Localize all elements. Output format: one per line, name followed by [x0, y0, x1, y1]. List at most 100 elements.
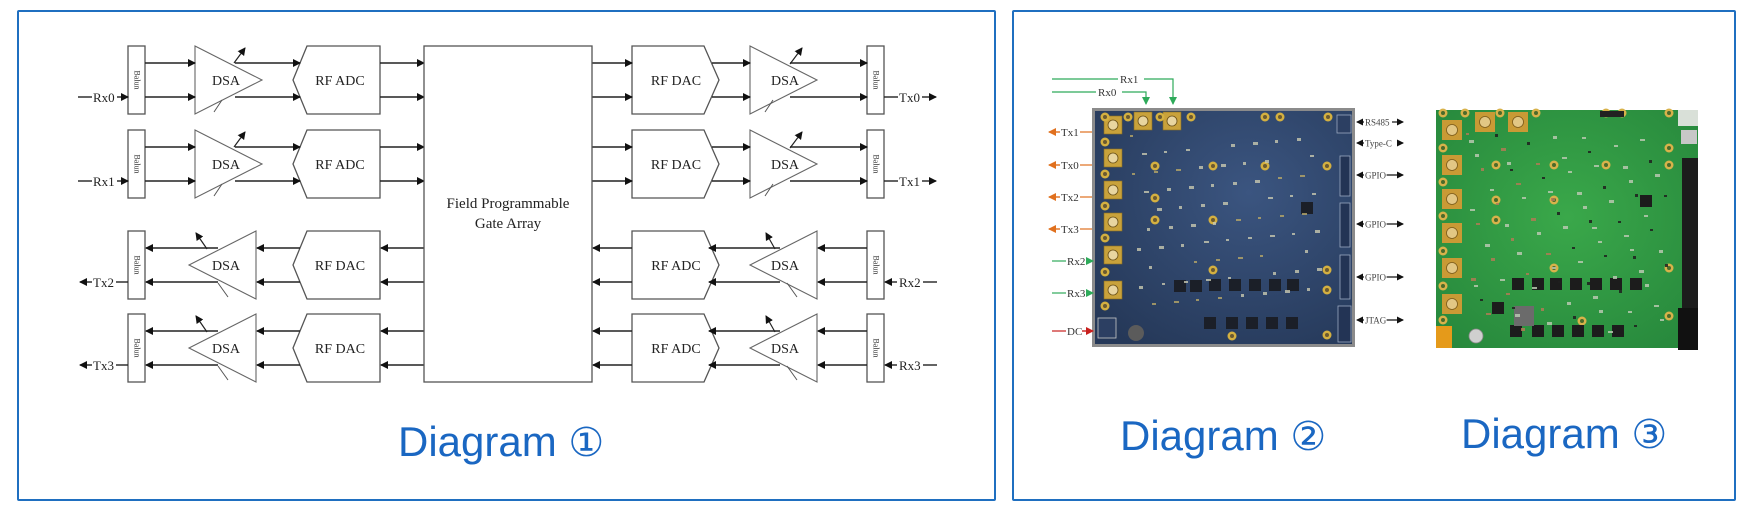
label-type-c: Type-C	[1365, 139, 1392, 149]
balun-block	[127, 230, 146, 300]
caption-text: Diagram	[1461, 410, 1620, 457]
led-indicator	[1678, 110, 1698, 126]
dsa-adjust-arrow	[765, 315, 776, 333]
balun-block	[127, 313, 146, 383]
label-rx0: Rx0	[1098, 87, 1117, 99]
balun-block	[866, 230, 885, 300]
fpga-label-1: Field Programmable	[447, 196, 570, 212]
label-jtag: JTAG	[1365, 316, 1387, 326]
balun-label: Balun	[872, 70, 881, 89]
dsa-amplifier	[748, 230, 818, 300]
label-dc: DC	[1067, 326, 1082, 338]
gpio-header	[1339, 202, 1351, 248]
label-rx1: Rx1	[1120, 74, 1138, 86]
fpga-block	[423, 45, 593, 383]
dsa-control-line	[764, 183, 774, 197]
ic-chip	[1287, 279, 1299, 291]
balun-block	[866, 129, 885, 199]
ic-chip	[1640, 195, 1652, 207]
ic-chip	[1630, 278, 1642, 290]
converter-label: RF DAC	[651, 158, 701, 173]
ic-chip	[1229, 279, 1241, 291]
ic-chip	[1492, 302, 1504, 314]
port-label-rx0: Rx0	[93, 90, 115, 105]
balun-label: Balun	[133, 338, 142, 357]
converter-label: RF ADC	[651, 342, 700, 357]
pin-header	[1600, 111, 1624, 117]
balun-block	[127, 129, 146, 199]
converter-label: RF DAC	[315, 259, 365, 274]
gpio-header	[1339, 254, 1351, 300]
ic-chip	[1612, 325, 1624, 337]
dsa-label: DSA	[771, 158, 800, 173]
ic-chip	[1174, 280, 1186, 292]
dsa-amplifier	[187, 230, 257, 300]
ic-chip	[1572, 325, 1584, 337]
rf-dac-block	[292, 230, 381, 300]
rf-dac-block	[631, 129, 720, 199]
balun-label: Balun	[133, 255, 142, 274]
ic-chip	[1266, 317, 1278, 329]
label-rx3: Rx3	[1067, 288, 1086, 300]
ic-chip	[1532, 325, 1544, 337]
dsa-adjust-arrow	[195, 232, 208, 250]
dsa-control-line	[786, 365, 798, 381]
balun-block	[866, 45, 885, 115]
dsa-adjust-arrow	[789, 47, 803, 65]
usb-type-c	[1681, 130, 1697, 144]
label-gpio: GPIO	[1365, 220, 1387, 230]
dsa-label: DSA	[212, 259, 241, 274]
jtag-header	[1337, 305, 1352, 343]
converter-label: RF ADC	[315, 74, 364, 89]
port-label-rx1: Rx1	[93, 174, 115, 189]
label-gpio: GPIO	[1365, 273, 1387, 283]
ic-chip	[1512, 278, 1524, 290]
caption-text: Diagram	[1120, 412, 1279, 459]
fpga-label-2: Gate Array	[475, 216, 542, 232]
rx1-line	[1052, 78, 1177, 105]
ic-chip	[1510, 325, 1522, 337]
dsa-amplifier	[187, 313, 257, 383]
balun-label: Balun	[872, 255, 881, 274]
ic-chip	[1269, 279, 1281, 291]
dsa-control-line	[217, 282, 229, 298]
port-label-tx3: Tx3	[93, 358, 114, 373]
ic-chip	[1550, 278, 1562, 290]
gpio-header	[1339, 155, 1351, 197]
ic-chip	[1246, 317, 1258, 329]
dsa-control-line	[764, 99, 774, 113]
dc-power-connector	[1436, 326, 1452, 348]
dsa-amplifier	[749, 45, 819, 115]
dsa-adjust-arrow	[233, 131, 246, 148]
balun-label: Balun	[872, 154, 881, 173]
port-label-rx2: Rx2	[899, 275, 921, 290]
converter-label: RF ADC	[315, 158, 364, 173]
dsa-label: DSA	[771, 74, 800, 89]
label-tx3: Tx3	[1061, 224, 1079, 236]
port-label-tx1: Tx1	[899, 174, 920, 189]
ic-chip	[1570, 278, 1582, 290]
converter-label: RF ADC	[651, 259, 700, 274]
dsa-control-line	[217, 365, 229, 381]
power-inductor	[1514, 306, 1534, 326]
converter-label: RF DAC	[651, 74, 701, 89]
ic-chip	[1190, 280, 1202, 292]
label-tx1: Tx1	[1061, 127, 1079, 139]
dsa-label: DSA	[212, 74, 241, 89]
dsa-amplifier	[748, 313, 818, 383]
dsa-adjust-arrow	[765, 232, 776, 250]
label-rs485: RS485	[1365, 118, 1390, 128]
label-tx2: Tx2	[1061, 192, 1079, 204]
label-tx0: Tx0	[1061, 160, 1079, 172]
dsa-amplifier	[194, 45, 264, 115]
dsa-control-line	[213, 183, 223, 197]
pcb-photo-green	[1436, 108, 1698, 350]
dsa-adjust-arrow	[233, 47, 246, 64]
ic-chip	[1590, 278, 1602, 290]
diagram1-caption: Diagram ①	[398, 418, 604, 466]
dsa-control-line	[786, 282, 798, 298]
ic-chip	[1552, 325, 1564, 337]
rs485-connector	[1336, 114, 1352, 134]
ic-chip	[1226, 317, 1238, 329]
